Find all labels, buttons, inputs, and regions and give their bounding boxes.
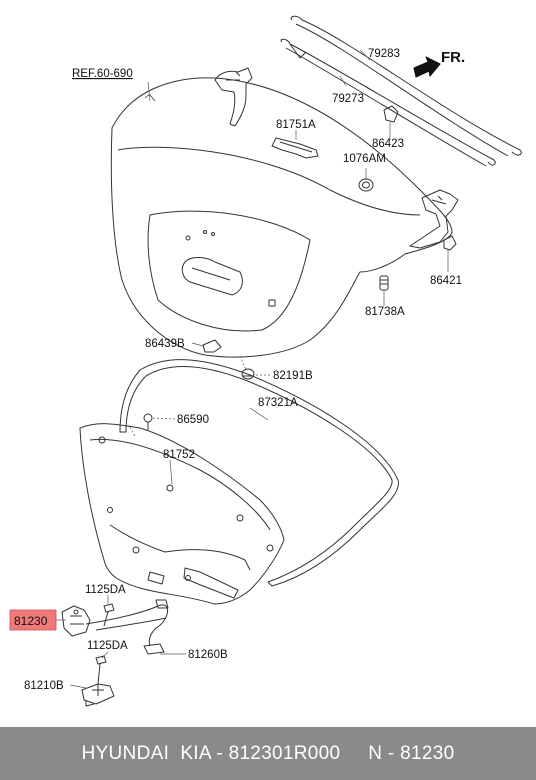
- trunk-lid-panel: [110, 77, 453, 358]
- part-label-79273: 79273: [332, 93, 364, 105]
- part-label-81752: 81752: [163, 449, 195, 461]
- latch-81230: [61, 605, 91, 637]
- part-label-81751A: 81751A: [276, 119, 316, 131]
- weatherstrip-87321A: [119, 359, 399, 587]
- torsion-bar-79283: [290, 15, 522, 157]
- clip-86423: [383, 105, 399, 123]
- leader-lines: [56, 49, 449, 689]
- switch-81260B: [85, 599, 169, 655]
- bolt-1125DA-top: [103, 603, 115, 627]
- part-label-81738A: 81738A: [365, 306, 405, 318]
- ref-label: REF.60-690: [72, 68, 133, 80]
- part-label-81230: 81230: [14, 614, 48, 628]
- part-label-87321A: 87321A: [258, 397, 298, 409]
- part-label-1125DA-bottom: 1125DA: [87, 640, 128, 652]
- striker-81210B: [81, 683, 115, 707]
- part-label-86439B: 86439B: [145, 338, 185, 350]
- part-label-1076AM: 1076AM: [343, 153, 386, 165]
- bumper-81738A: [379, 275, 389, 291]
- left-hinge: [214, 67, 253, 127]
- part-label-81260B: 81260B: [188, 649, 228, 661]
- part-label-86590: 86590: [177, 414, 209, 426]
- part-label-86423: 86423: [372, 138, 404, 150]
- grommet-1076AM: [358, 178, 374, 192]
- part-label-82191B: 82191B: [273, 370, 313, 382]
- screw-86590: [143, 413, 153, 430]
- trunk-lid-parts-diagram: REF.60-690 FR. 79283 79273 81751A 86423 …: [9, 15, 522, 707]
- part-label-86421: 86421: [430, 275, 462, 287]
- highlight-box: [9, 609, 57, 631]
- clip-86421: [443, 235, 457, 251]
- bumper-86439B: [202, 339, 222, 353]
- part-label-1125DA-top: 1125DA: [85, 584, 126, 596]
- part-label-81210B: 81210B: [24, 680, 64, 692]
- torsion-bar-79273: [280, 38, 496, 167]
- fr-label: FR.: [441, 49, 465, 66]
- bracket-81751A: [271, 137, 319, 159]
- part-number-footer: HYUNDAI KIA - 812301R000 N - 81230: [0, 727, 536, 780]
- trunk-trim-81752: [79, 423, 285, 605]
- right-hinge: [409, 189, 459, 249]
- part-label-79283: 79283: [368, 48, 400, 60]
- bolt-1125DA-bottom: [95, 655, 107, 685]
- fr-arrow-icon: [413, 56, 441, 78]
